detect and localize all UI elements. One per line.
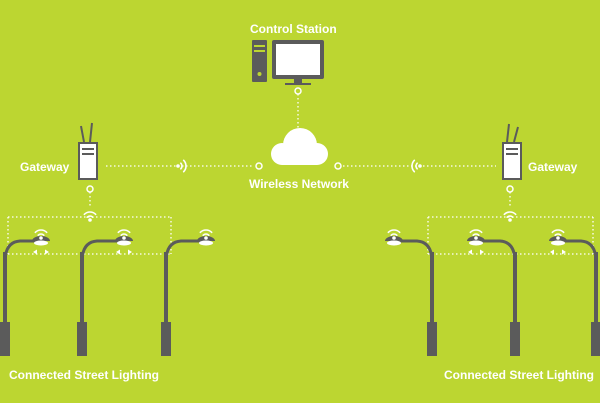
connection-node bbox=[86, 185, 94, 193]
wifi-signal-icon bbox=[551, 229, 565, 240]
gateway-router-icon bbox=[78, 122, 98, 180]
gateway-right-label: Gateway bbox=[528, 160, 578, 174]
lamp-base bbox=[510, 322, 520, 356]
wifi-signal-icon bbox=[117, 229, 131, 240]
connection-node bbox=[255, 162, 263, 170]
lamp-base bbox=[0, 322, 10, 356]
arrow-icon bbox=[562, 249, 566, 255]
lamp-arm bbox=[80, 239, 124, 263]
lamp-light bbox=[469, 240, 483, 246]
radio-signal-icon bbox=[411, 159, 422, 173]
wifi-signal-icon bbox=[387, 229, 401, 240]
arrow-icon bbox=[33, 249, 37, 255]
gateway-router-icon bbox=[502, 123, 522, 180]
lamp-light bbox=[387, 240, 401, 246]
desktop-computer-icon bbox=[252, 40, 324, 85]
lamp-pole bbox=[513, 252, 517, 356]
wireless-network-label: Wireless Network bbox=[249, 177, 349, 191]
lamp-base bbox=[427, 322, 437, 356]
cloud-icon bbox=[271, 128, 328, 165]
lamp-light bbox=[551, 240, 565, 246]
lamp-base bbox=[77, 322, 87, 356]
arrow-icon bbox=[45, 249, 49, 255]
control-station-label: Control Station bbox=[250, 22, 337, 36]
arrow-icon bbox=[128, 249, 132, 255]
gateway-left-label: Gateway bbox=[20, 160, 70, 174]
lamp-base bbox=[161, 322, 171, 356]
wifi-signal-icon bbox=[199, 229, 213, 240]
wifi-signal-icon bbox=[503, 211, 517, 222]
wifi-signal-icon bbox=[34, 229, 48, 240]
wireless-signals bbox=[34, 159, 565, 240]
lamp-pole bbox=[164, 252, 168, 356]
lamp-light bbox=[199, 240, 213, 246]
connection-node bbox=[334, 162, 342, 170]
lamp-light bbox=[34, 240, 48, 246]
lamp-pole bbox=[3, 252, 7, 356]
lamp-light bbox=[117, 240, 131, 246]
street-lighting-right-label: Connected Street Lighting bbox=[444, 368, 594, 382]
street-lighting-left-label: Connected Street Lighting bbox=[9, 368, 159, 382]
lamp-arm bbox=[558, 239, 598, 263]
arrow-icon bbox=[468, 249, 472, 255]
lamp-pole bbox=[430, 252, 434, 356]
lamp-arm bbox=[3, 239, 41, 263]
radio-signal-icon bbox=[176, 159, 187, 173]
connection-node bbox=[506, 185, 514, 193]
lamp-pole bbox=[80, 252, 84, 356]
wifi-signal-icon bbox=[83, 211, 97, 222]
lamp-arm bbox=[476, 239, 517, 263]
arrow-icon bbox=[116, 249, 120, 255]
lamp-base bbox=[591, 322, 600, 356]
wifi-signal-icon bbox=[469, 229, 483, 240]
arrow-icon bbox=[480, 249, 484, 255]
lamp-arm bbox=[164, 239, 206, 263]
lamp-pole bbox=[594, 252, 598, 356]
lamp-arm bbox=[394, 239, 434, 263]
arrow-icon bbox=[550, 249, 554, 255]
connection-node bbox=[294, 87, 302, 95]
